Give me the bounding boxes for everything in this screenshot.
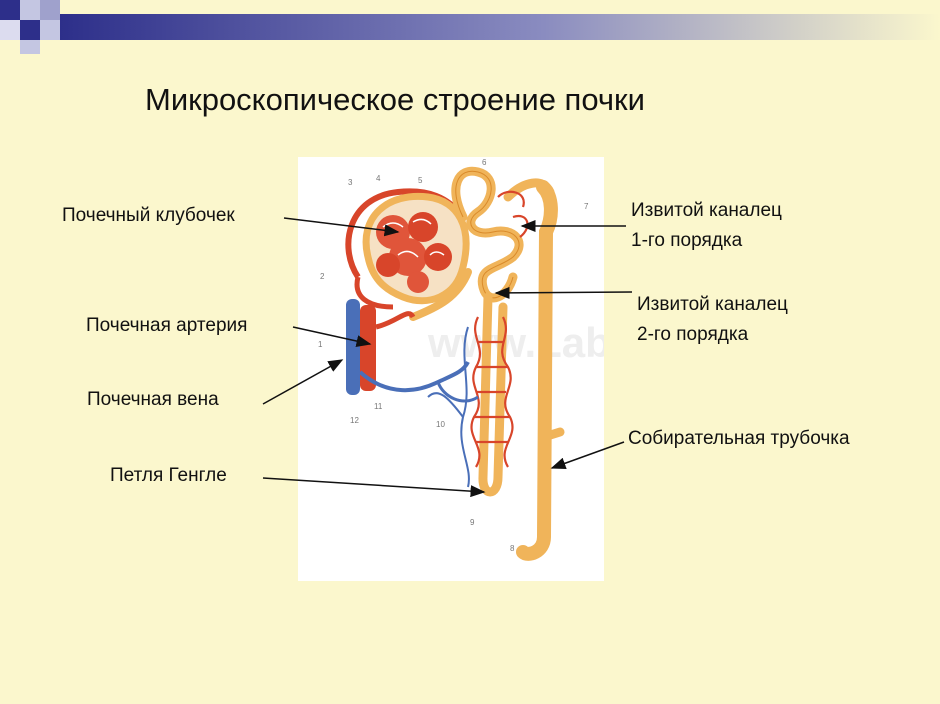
ref-number: 2 [320, 272, 325, 281]
slide-title: Микроскопическое строение почки [145, 82, 645, 117]
deco-square [0, 0, 20, 20]
ref-number: 10 [436, 420, 445, 429]
ref-number: 7 [584, 202, 589, 211]
venous-capillaries [427, 326, 470, 488]
ref-number: 3 [348, 178, 353, 187]
ref-number: 4 [376, 174, 381, 183]
ref-number: 11 [374, 402, 383, 411]
header-bar [60, 14, 940, 40]
label-loop-of-henle: Петля Генгле [110, 465, 227, 486]
deco-square [20, 0, 40, 20]
label-glomerulus: Почечный клубочек [62, 205, 235, 226]
vein-branch-2 [436, 381, 479, 403]
collecting-duct [516, 180, 558, 561]
ref-number: 9 [470, 518, 475, 527]
renal-vein-vessel [346, 299, 360, 395]
distal-connection [503, 178, 555, 202]
ref-number: 1 [318, 340, 323, 349]
nephron-drawing: www.Lab [318, 158, 611, 561]
ref-number: 5 [418, 176, 423, 185]
label-collecting-duct: Собирательная трубочка [628, 428, 850, 449]
label-distal-tubule: Извитой каналец 2-го порядка [637, 290, 788, 350]
nephron-illustration: www.Lab [298, 157, 611, 581]
label-renal-artery: Почечная артерия [86, 315, 248, 336]
label-distal-tubule-line1: Извитой каналец [637, 294, 788, 315]
vein-branch [358, 360, 470, 393]
ref-number: 8 [510, 544, 515, 553]
ref-number: 6 [482, 158, 487, 167]
label-proximal-tubule-line1: Извитой каналец [631, 200, 782, 221]
connecting-tubule [409, 268, 472, 321]
artery-branch [375, 311, 416, 330]
collecting-duct-branch [539, 427, 565, 442]
loop-of-henle [478, 292, 508, 497]
efferent-arteriole [354, 276, 394, 310]
deco-square [20, 20, 40, 40]
proximal-tubule-outline [455, 170, 520, 299]
ref-number: 12 [350, 416, 359, 425]
label-proximal-tubule: Извитой каналец 1-го порядка [631, 196, 782, 256]
label-proximal-tubule-line2: 1-го порядка [631, 230, 743, 251]
watermark: www.Lab [427, 319, 604, 366]
deco-square [20, 40, 40, 54]
label-renal-vein: Почечная вена [87, 389, 219, 410]
header-decoration [0, 0, 940, 54]
deco-square [40, 20, 60, 40]
deco-square [0, 20, 20, 40]
label-distal-tubule-line2: 2-го порядка [637, 324, 749, 345]
deco-square [40, 0, 60, 20]
